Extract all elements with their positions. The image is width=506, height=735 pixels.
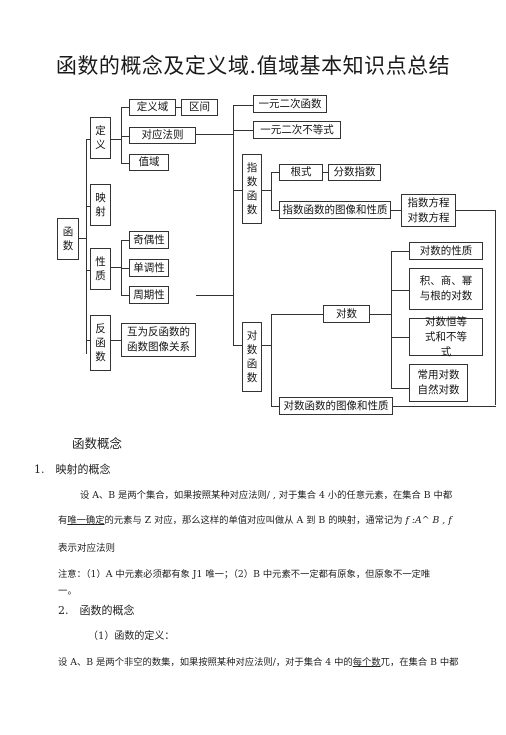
node-log-product: 积、商、幂与根的对数: [409, 268, 483, 310]
paragraph-mapping-line3: 表示对应法则: [58, 543, 116, 554]
node-radical: 根式: [279, 164, 323, 181]
section-heading: 函数概念: [72, 436, 123, 451]
paragraph-mapping-line2: 有唯一确定的元素与 Z 对应，那么这样的单值对应叫做从 A 到 B 的映射，通常…: [58, 515, 452, 526]
node-monotonic: 单调性: [129, 259, 169, 277]
node-mapping-rule: 对应法则: [129, 127, 196, 144]
node-range: 值域: [129, 154, 169, 171]
note-line2: 一。: [58, 586, 78, 597]
paragraph-function-definition: 设 A、B 是两个非空的数集，如果按照某种对应法则/，对于集合 4 中的每个数兀…: [58, 657, 459, 668]
subitem-function-definition: （1）函数的定义：: [88, 631, 175, 642]
node-inverse-function: 反函数: [90, 315, 111, 371]
node-log-identity: 对数恒等式和不等式: [409, 316, 483, 358]
node-log-function: 对数函数: [242, 322, 262, 392]
node-exponential-equation: 指数方程对数方程: [401, 194, 456, 227]
node-quadratic-inequality: 一元二次不等式: [253, 121, 341, 139]
node-log-graph: 对数函数的图像和性质: [279, 397, 393, 415]
node-function: 函数: [57, 218, 79, 260]
node-periodic: 周期性: [129, 286, 169, 304]
note-line1: 注意：（1）A 中元素必须都有象 J1 唯一；（2）B 中元素不一定都有原象，但…: [58, 569, 431, 580]
node-definition: 定义: [90, 117, 111, 159]
node-common-log: 常用对数自然对数: [409, 364, 468, 402]
node-inverse-graph: 互为反函数的函数图像关系: [121, 323, 196, 357]
node-logarithm: 对数: [323, 305, 370, 323]
node-log-properties: 对数的性质: [409, 242, 483, 260]
node-exponential-function: 指数函数: [242, 154, 262, 224]
node-mapping: 映射: [90, 184, 111, 226]
node-odd-even: 奇偶性: [129, 231, 169, 249]
item-mapping-concept: 1. 映射的概念: [34, 463, 111, 476]
paragraph-mapping-line1: 设 A、B 是两个集合，如果按照某种对应法则/ , 对于集合 4 小的任意元素，…: [80, 490, 453, 501]
node-quadratic-function: 一元二次函数: [253, 95, 327, 113]
node-domain: 定义域: [129, 99, 176, 116]
page-title: 函数的概念及定义域.值域基本知识点总结: [55, 54, 451, 78]
node-interval: 区间: [181, 99, 218, 116]
item-function-concept: 2. 函数的概念: [58, 604, 135, 617]
node-property: 性质: [90, 248, 111, 290]
node-fractional-exponent: 分数指数: [328, 164, 381, 181]
node-exponential-graph: 指数函数的图像和性质: [279, 201, 391, 219]
